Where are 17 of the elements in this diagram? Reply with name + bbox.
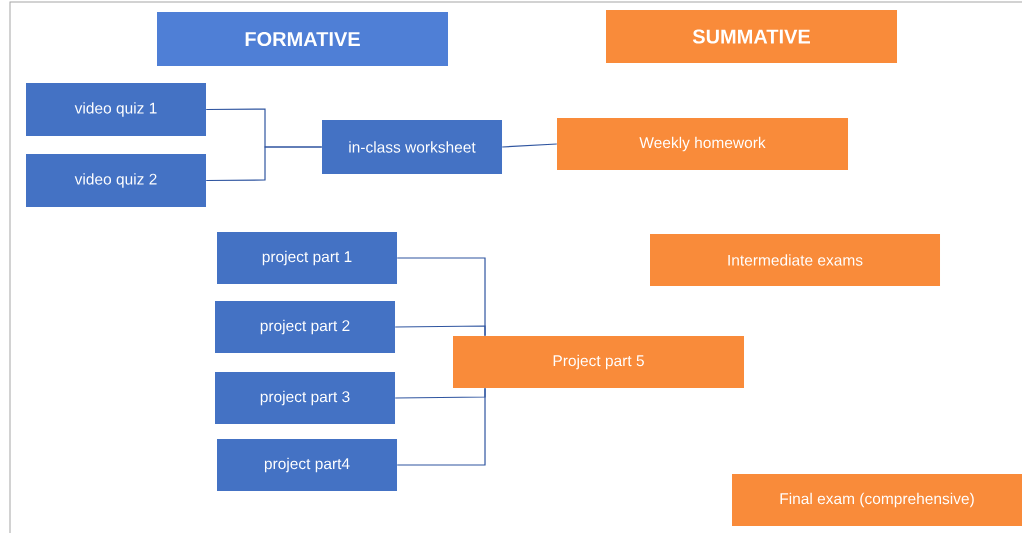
connector bbox=[394, 325, 486, 337]
box: project part 2 bbox=[215, 301, 395, 353]
box: Final exam (comprehensive) bbox=[732, 474, 1022, 526]
heading-box: FORMATIVE bbox=[157, 12, 448, 66]
connector bbox=[205, 146, 323, 182]
box: in-class worksheet bbox=[322, 120, 502, 174]
heading-box: SUMMATIVE bbox=[606, 10, 897, 63]
box: Intermediate exams bbox=[650, 234, 940, 286]
box: video quiz 1 bbox=[26, 83, 206, 136]
box: project part 1 bbox=[217, 232, 397, 284]
box: project part 3 bbox=[215, 372, 395, 424]
connector bbox=[396, 387, 486, 466]
box: Weekly homework bbox=[557, 118, 848, 170]
box: project part4 bbox=[217, 439, 397, 491]
connector bbox=[501, 143, 558, 148]
box: video quiz 2 bbox=[26, 154, 206, 207]
box: Project part 5 bbox=[453, 336, 744, 388]
